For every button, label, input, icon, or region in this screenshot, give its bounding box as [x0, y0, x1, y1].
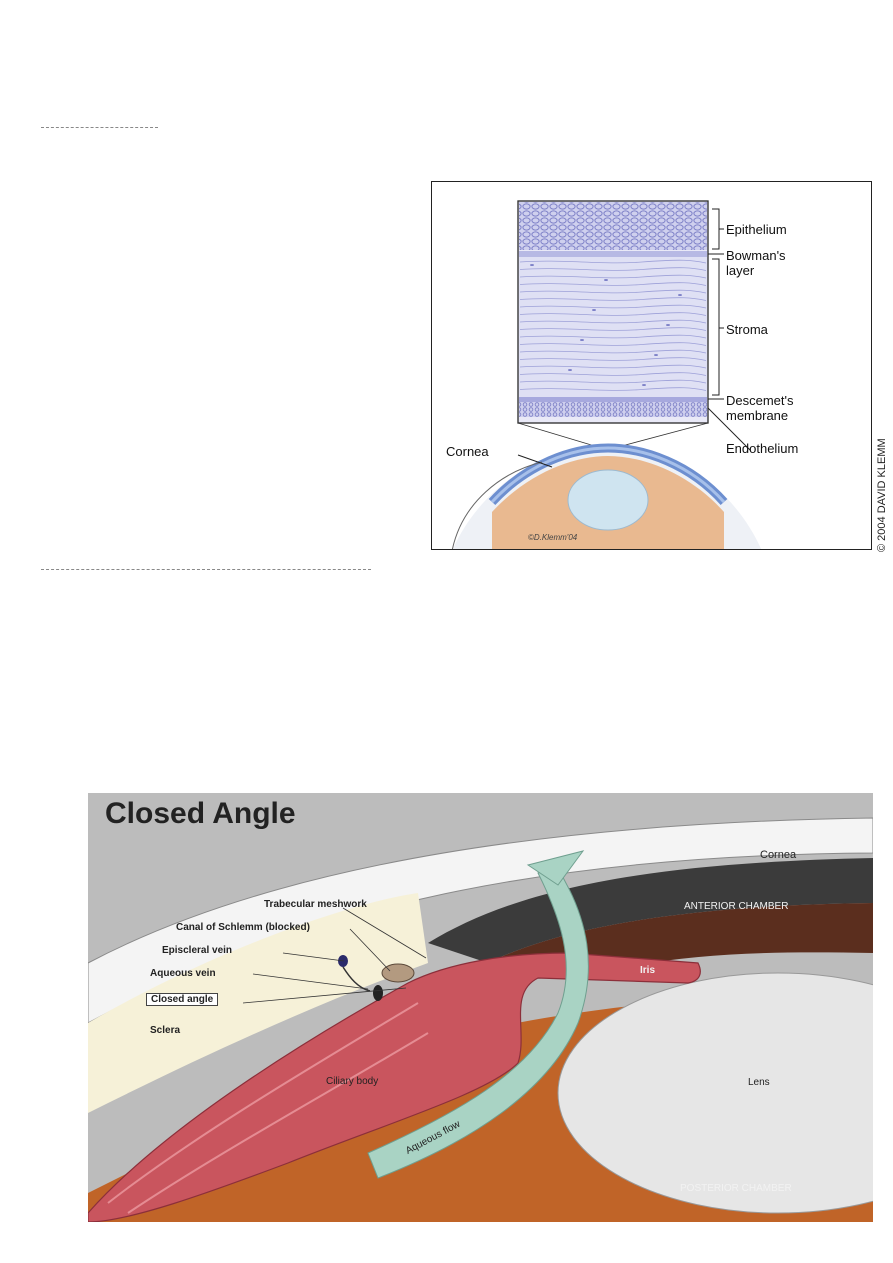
label-posterior-chamber: POSTERIOR CHAMBER [680, 1183, 792, 1194]
label-epithelium: Epithelium [726, 222, 787, 237]
cornea-layers-figure: Epithelium Bowman's layer Stroma Desceme… [431, 181, 872, 550]
artist-signature: ©D.Klemm'04 [528, 533, 578, 542]
label-iris: Iris [640, 965, 656, 976]
label-ciliary-body: Ciliary body [326, 1076, 379, 1087]
cornea-illustration [452, 200, 762, 549]
label-episcleral-vein: Episcleral vein [162, 945, 233, 956]
label-cornea: Cornea [760, 849, 797, 861]
label-aqueous-vein: Aqueous vein [150, 968, 216, 979]
closed-angle-illustration [88, 793, 873, 1222]
label-trabecular-meshwork: Trabecular meshwork [264, 899, 367, 910]
closed-angle-figure: Closed Angle Cornea ANTERIOR CHAMBER Tra… [88, 793, 873, 1222]
label-closed-angle: Closed angle [146, 993, 219, 1006]
section-heading-underline [41, 127, 158, 128]
label-cornea: Cornea [446, 444, 489, 459]
label-sclera: Sclera [150, 1025, 181, 1036]
figure-title: Closed Angle [105, 797, 296, 830]
copyright-notice: © 2004 DAVID KLEMM [876, 438, 888, 552]
label-canal-of-schlemm: Canal of Schlemm (blocked) [176, 922, 310, 933]
label-lens: Lens [748, 1077, 770, 1088]
label-stroma: Stroma [726, 322, 768, 337]
label-bowmans-layer: Bowman's layer [726, 248, 786, 278]
label-anterior-chamber: ANTERIOR CHAMBER [684, 901, 789, 912]
label-descemets-membrane: Descemet's membrane [726, 393, 794, 423]
section-heading-underline [41, 569, 371, 570]
label-endothelium: Endothelium [726, 441, 799, 456]
